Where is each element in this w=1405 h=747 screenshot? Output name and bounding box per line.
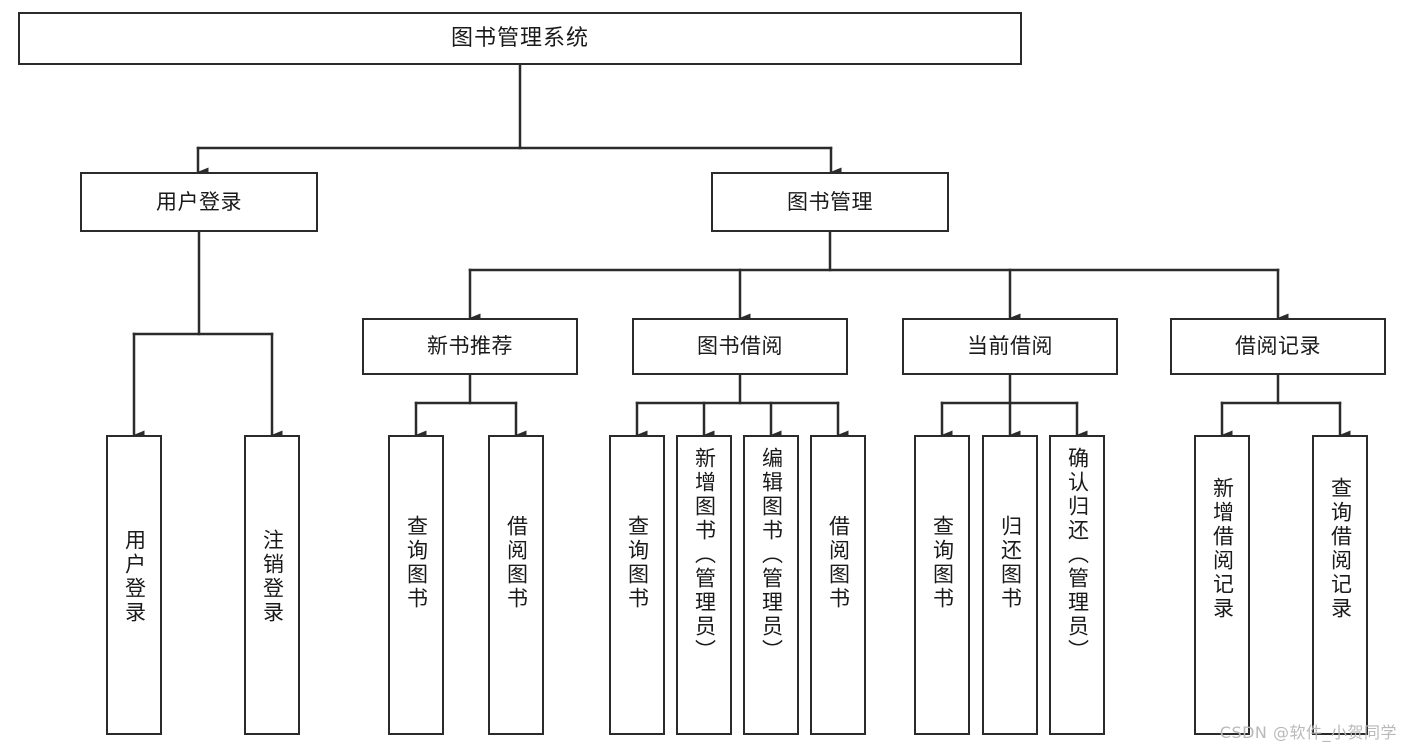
node-root-system[interactable]: 图书管理系统 xyxy=(18,12,1022,65)
node-label: 图书管理 xyxy=(787,189,873,214)
leaf-return-book[interactable]: 归还图书 xyxy=(982,435,1038,735)
node-label: 图书借阅 xyxy=(697,334,783,359)
node-label: 查询借阅记录 xyxy=(1328,477,1353,621)
node-book-management[interactable]: 图书管理 xyxy=(711,172,949,232)
leaf-add-borrow-record[interactable]: 新增借阅记录 xyxy=(1194,435,1250,735)
leaf-confirm-return-admin[interactable]: 确认归还（管理员） xyxy=(1049,435,1105,735)
leaf-borrow-book-recommend[interactable]: 借阅图书 xyxy=(488,435,544,735)
leaf-borrow-book-borrow[interactable]: 借阅图书 xyxy=(810,435,866,735)
csdn-watermark: CSDN @软件_小贺同学 xyxy=(1219,723,1397,742)
leaf-user-login[interactable]: 用户登录 xyxy=(106,435,162,735)
node-label: 图书管理系统 xyxy=(450,25,589,51)
leaf-logout[interactable]: 注销登录 xyxy=(244,435,300,735)
leaf-edit-book-admin[interactable]: 编辑图书（管理员） xyxy=(743,435,799,735)
node-label: 注销登录 xyxy=(260,529,285,625)
leaf-query-book-borrow[interactable]: 查询图书 xyxy=(609,435,665,735)
node-book-borrow[interactable]: 图书借阅 xyxy=(632,318,848,375)
node-label: 新增图书（管理员） xyxy=(692,447,717,663)
node-label: 新增借阅记录 xyxy=(1210,477,1235,621)
leaf-add-book-admin[interactable]: 新增图书（管理员） xyxy=(676,435,732,735)
node-label: 编辑图书（管理员） xyxy=(759,447,784,663)
node-current-borrow[interactable]: 当前借阅 xyxy=(902,318,1118,375)
leaf-query-borrow-record[interactable]: 查询借阅记录 xyxy=(1312,435,1368,735)
node-user-login[interactable]: 用户登录 xyxy=(80,172,318,232)
node-label: 查询图书 xyxy=(930,515,955,611)
node-label: 借阅记录 xyxy=(1235,334,1321,359)
leaf-query-book-current[interactable]: 查询图书 xyxy=(914,435,970,735)
node-label: 借阅图书 xyxy=(504,515,529,611)
node-new-book-recommend[interactable]: 新书推荐 xyxy=(362,318,578,375)
node-label: 归还图书 xyxy=(998,515,1023,611)
node-label: 借阅图书 xyxy=(826,515,851,611)
node-label: 查询图书 xyxy=(404,515,429,611)
node-label: 用户登录 xyxy=(156,189,242,214)
node-label: 查询图书 xyxy=(625,515,650,611)
node-label: 确认归还（管理员） xyxy=(1065,447,1090,663)
node-label: 新书推荐 xyxy=(427,334,513,359)
node-label: 用户登录 xyxy=(122,529,147,625)
node-label: 当前借阅 xyxy=(967,334,1053,359)
leaf-query-book-recommend[interactable]: 查询图书 xyxy=(388,435,444,735)
node-borrow-record[interactable]: 借阅记录 xyxy=(1170,318,1386,375)
